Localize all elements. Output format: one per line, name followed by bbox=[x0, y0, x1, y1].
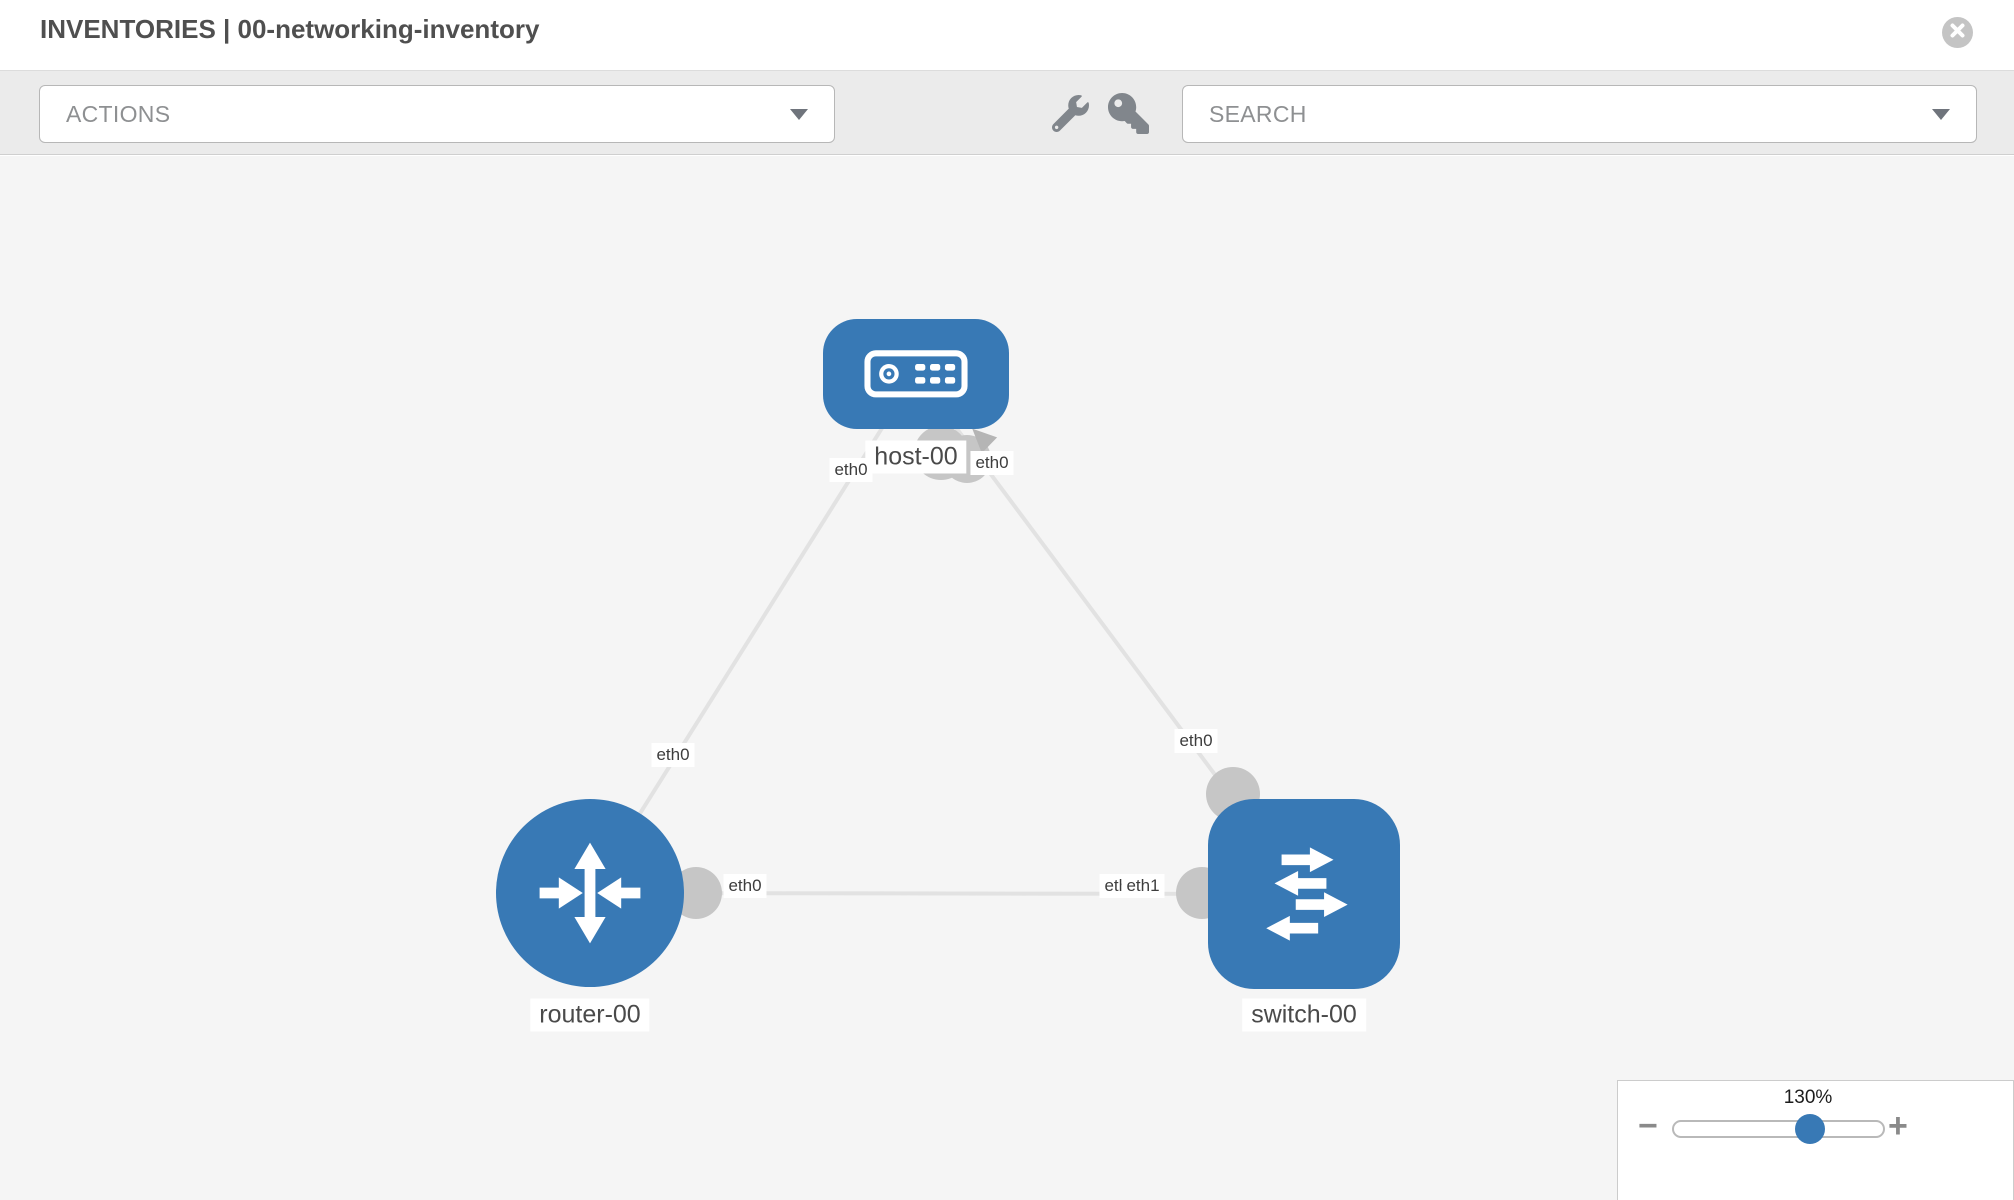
links-layer bbox=[588, 372, 1306, 919]
switch-icon bbox=[1266, 847, 1348, 941]
zoom-slider-thumb[interactable] bbox=[1795, 1114, 1825, 1144]
zoom-level: 130% bbox=[1783, 1087, 1833, 1108]
toolbar: ACTIONS SEARCH bbox=[0, 70, 2014, 155]
key-icon[interactable] bbox=[1108, 93, 1149, 139]
node-label-switch-00: switch-00 bbox=[1242, 998, 1366, 1032]
chevron-down-icon bbox=[1932, 108, 1950, 120]
host-icon bbox=[864, 350, 968, 398]
interface-label-4-eth0: eth0 bbox=[723, 874, 767, 898]
node-label-router-00: router-00 bbox=[530, 998, 650, 1032]
node-label-host-00: host-00 bbox=[865, 440, 967, 474]
zoom-in-button[interactable]: + bbox=[1888, 1107, 1908, 1145]
page-title: INVENTORIES | 00-networking-inventory bbox=[40, 14, 540, 44]
chevron-down-icon bbox=[790, 108, 808, 120]
interface-label-3-eth0: eth0 bbox=[1174, 729, 1218, 753]
close-button[interactable] bbox=[1942, 17, 1973, 48]
page-header: INVENTORIES | 00-networking-inventory bbox=[0, 0, 2014, 70]
interface-label-1-eth0: eth0 bbox=[970, 451, 1014, 475]
actions-dropdown-label: ACTIONS bbox=[66, 100, 171, 127]
interface-label-2-eth0: eth0 bbox=[651, 743, 695, 767]
topology-canvas[interactable]: 130% − + host-00 router-00 switch-00 eth0 et… bbox=[0, 156, 2014, 1200]
search-dropdown-label: SEARCH bbox=[1209, 100, 1307, 127]
zoom-panel: 130% − + bbox=[1617, 1080, 2014, 1200]
router-icon bbox=[539, 842, 641, 944]
node-host-00[interactable] bbox=[823, 319, 1009, 429]
interface-label-6-eth1: eth1 bbox=[1121, 874, 1165, 898]
node-switch-00[interactable] bbox=[1208, 799, 1400, 989]
wrench-icon[interactable] bbox=[1051, 95, 1089, 137]
node-router-00[interactable] bbox=[496, 799, 684, 987]
actions-dropdown[interactable]: ACTIONS bbox=[39, 85, 835, 143]
zoom-slider-track[interactable] bbox=[1672, 1114, 1885, 1144]
search-dropdown[interactable]: SEARCH bbox=[1182, 85, 1977, 143]
interface-label-0-eth0: eth0 bbox=[829, 458, 873, 482]
link-arrowhead-icon bbox=[972, 428, 998, 454]
zoom-out-button[interactable]: − bbox=[1638, 1107, 1658, 1145]
close-icon bbox=[1950, 23, 1965, 43]
